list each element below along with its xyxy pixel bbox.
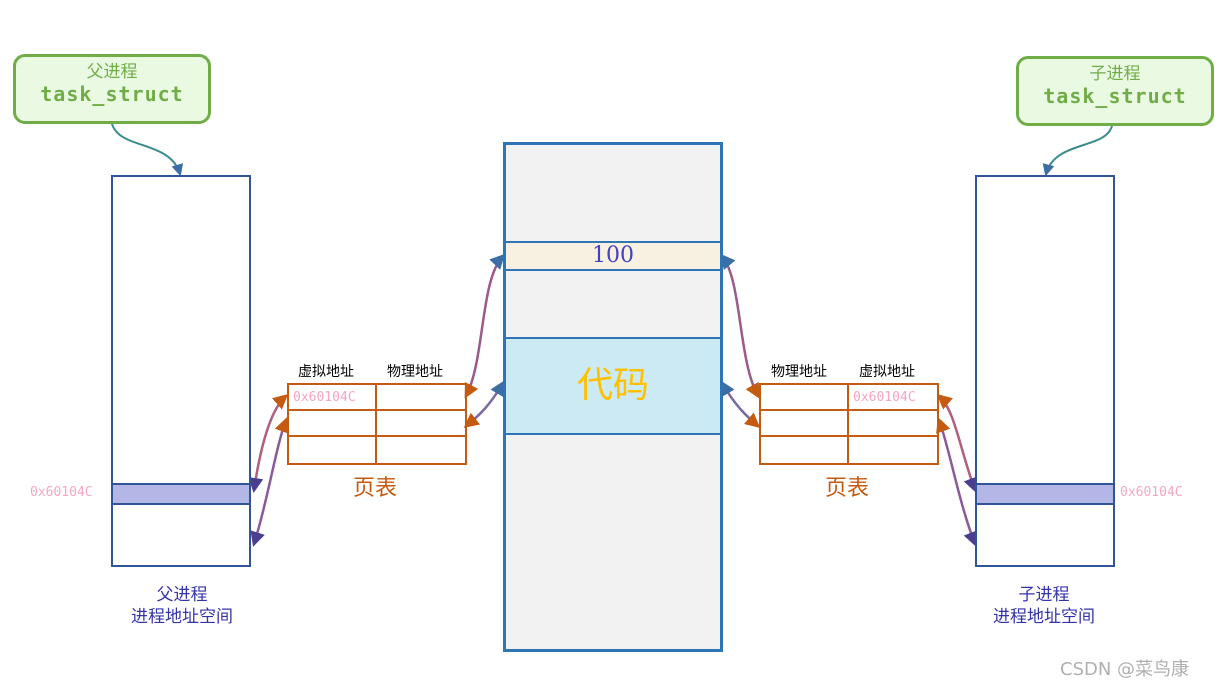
right-pt-cell (761, 411, 849, 437)
left-pt-cell (289, 437, 377, 463)
right-table-to-space-arrow-1 (936, 394, 978, 493)
left-table-to-code-arrow (463, 380, 505, 428)
left-space-to-table-arrow-1 (248, 394, 289, 493)
child-callout-struct: task_struct (1043, 84, 1187, 108)
left-space-to-table-arrow-2 (250, 417, 289, 547)
right-pt-cell (849, 437, 937, 463)
right-pt-cell (761, 437, 849, 463)
left-pt-header-physical: 物理地址 (387, 364, 443, 380)
left-page-table-caption: 页表 (353, 476, 398, 501)
left-pt-cell (289, 411, 377, 437)
right-100-to-table-arrow (720, 253, 760, 399)
parent-space-caption: 父进程 进程地址空间 (100, 584, 264, 628)
right-pt-cell (849, 411, 937, 437)
physical-memory: 100 代码 (503, 142, 723, 652)
physical-code-region: 代码 (506, 337, 720, 435)
parent-address-space (111, 175, 251, 567)
left-pt-cell (377, 437, 465, 463)
child-callout-title: 子进程 (1089, 64, 1141, 84)
right-pt-cell (761, 385, 849, 411)
parent-callout-arrow (111, 123, 184, 177)
child-address-space (975, 175, 1115, 567)
right-pt-header-virtual: 虚拟地址 (859, 364, 915, 380)
child-space-caption: 子进程 进程地址空间 (962, 584, 1126, 628)
right-table-to-space-arrow-2 (936, 417, 978, 547)
child-address-label: 0x60104C (1120, 485, 1183, 500)
left-pt-cell (377, 411, 465, 437)
parent-address-highlight (113, 483, 249, 505)
left-pt-header-virtual: 虚拟地址 (298, 364, 354, 380)
parent-address-label: 0x60104C (30, 485, 93, 500)
child-address-highlight (977, 483, 1113, 505)
parent-callout-title: 父进程 (86, 62, 138, 82)
parent-caption-line2: 进程地址空间 (131, 607, 233, 627)
watermark: CSDN @菜鸟康 (1060, 659, 1190, 680)
right-code-to-table-arrow (720, 380, 761, 428)
child-caption-line1: 子进程 (1018, 585, 1070, 605)
child-callout-arrow (1042, 125, 1113, 177)
right-page-table-caption: 页表 (825, 476, 870, 501)
left-table-to-100-arrow (464, 253, 506, 399)
child-task-struct-callout: 子进程 task_struct (1016, 56, 1214, 126)
parent-callout-struct: task_struct (40, 82, 184, 106)
left-pt-cell: 0x60104C (289, 385, 377, 411)
parent-caption-line1: 父进程 (156, 585, 208, 605)
parent-task-struct-callout: 父进程 task_struct (13, 54, 211, 124)
right-pt-cell: 0x60104C (849, 385, 937, 411)
right-page-table: 0x60104C (759, 383, 939, 465)
child-caption-line2: 进程地址空间 (993, 607, 1095, 627)
left-pt-cell (377, 385, 465, 411)
physical-value-cell: 100 (506, 241, 720, 271)
right-pt-header-physical: 物理地址 (771, 364, 827, 380)
left-page-table: 0x60104C (287, 383, 467, 465)
